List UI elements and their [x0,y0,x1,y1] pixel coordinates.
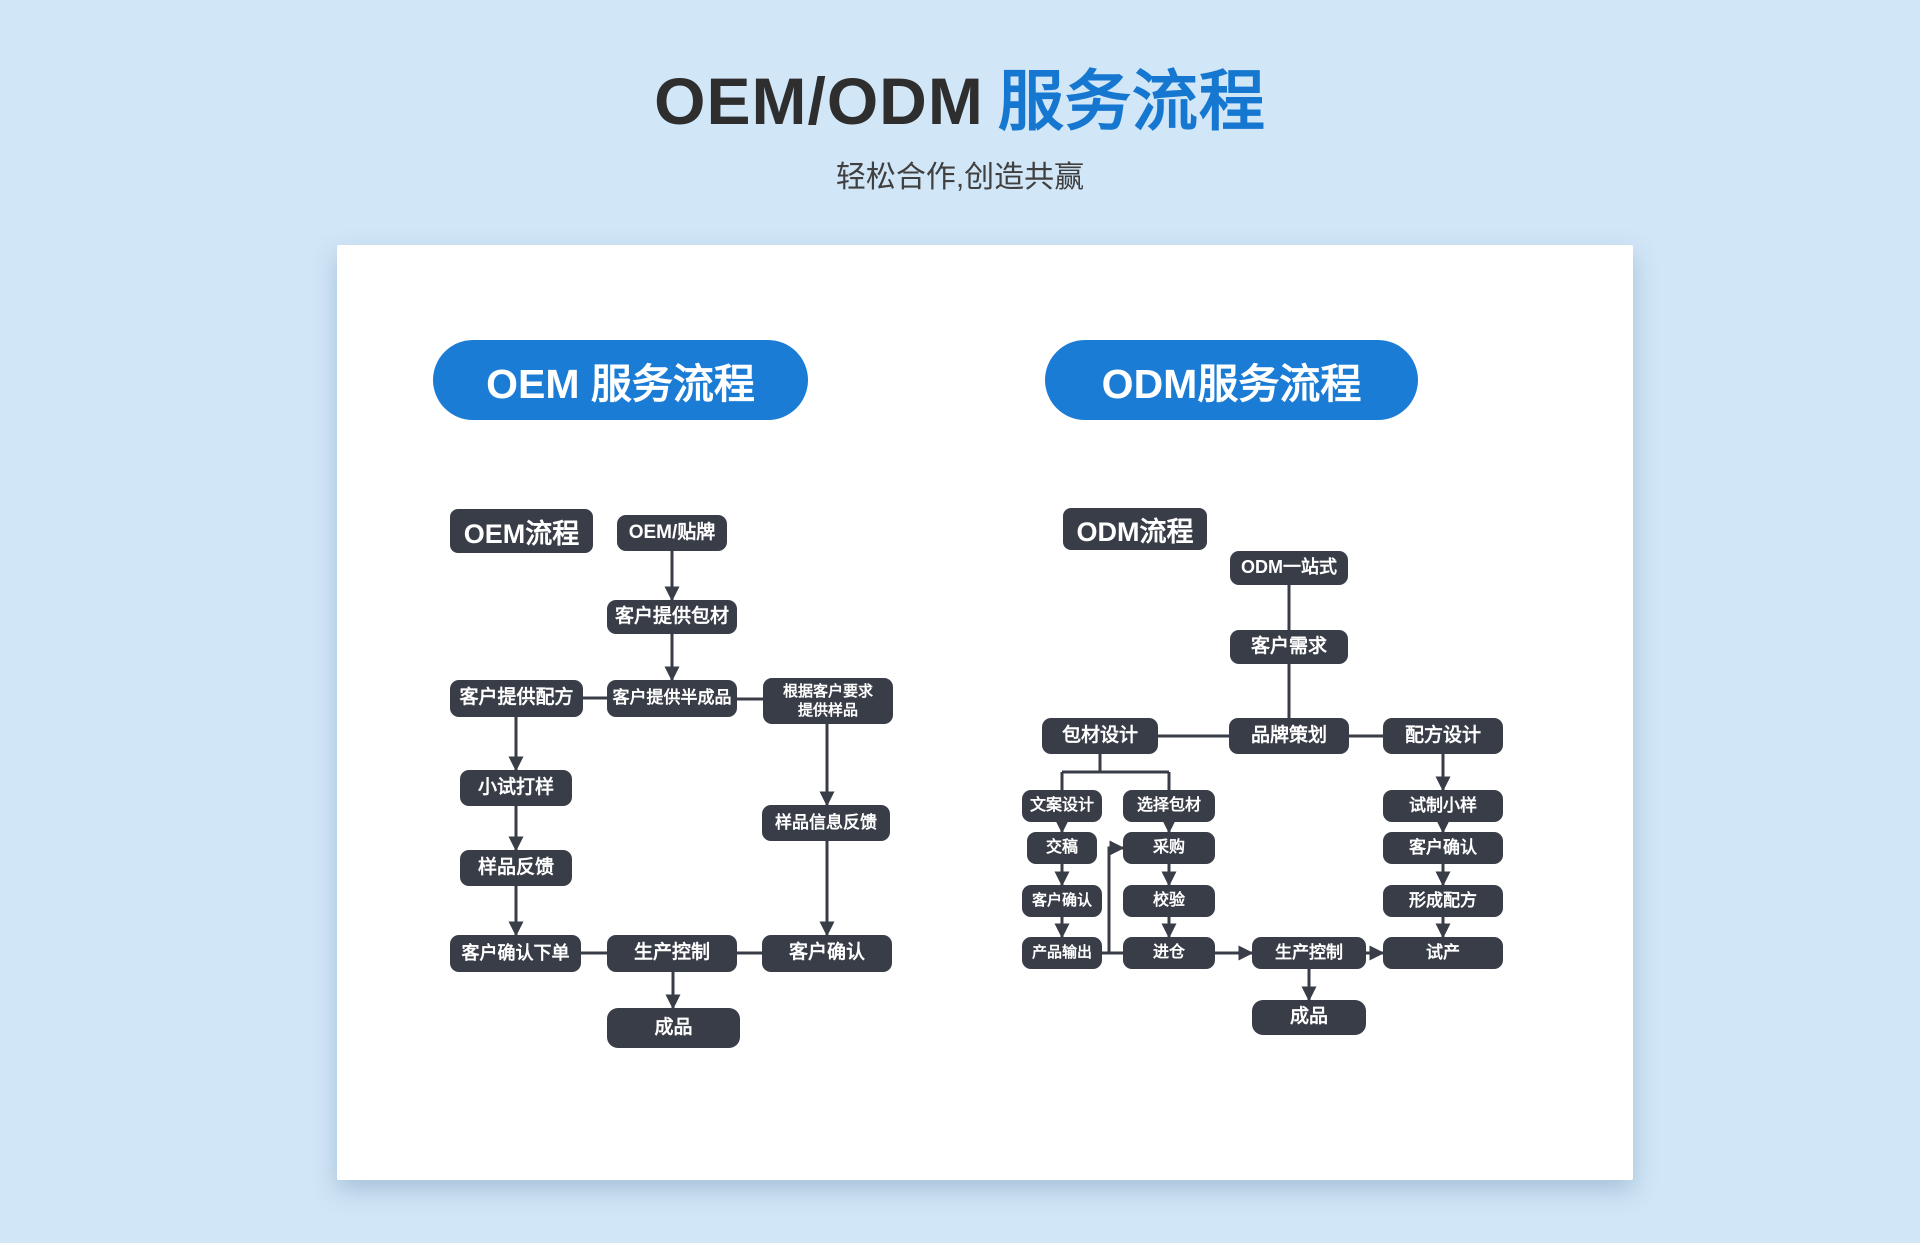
oem-node-customer-formula: 客户提供配方 [450,680,583,717]
oem-flow-label: OEM流程 [450,509,593,553]
oem-node-start: OEM/贴牌 [617,515,727,551]
page-subtitle: 轻松合作,创造共赢 [835,161,1085,194]
page-title-latin: OEM/ODM [654,64,984,138]
odm-section-header: ODM服务流程 [1045,340,1418,420]
odm-node-packaging-design: 包材设计 [1042,718,1158,754]
oem-section-header: OEM 服务流程 [433,340,808,420]
odm-node-customer-needs: 客户需求 [1230,630,1348,664]
odm-node-trial-small-sample: 试制小样 [1383,790,1503,822]
oem-node-sample-on-request: 根据客户要求 提供样品 [763,678,893,724]
page-title-cn: 服务流程 [997,64,1266,138]
odm-node-product-output: 产品输出 [1022,937,1102,969]
oem-node-sample-feedback: 样品反馈 [460,850,572,886]
oem-node-customer-confirm: 客户确认 [762,935,892,972]
odm-node-select-packaging: 选择包材 [1123,790,1215,822]
flow-connectors [508,551,1451,1010]
odm-node-one-stop: ODM一站式 [1230,551,1348,585]
oem-node-customer-packaging: 客户提供包材 [607,600,737,634]
oem-node-customer-semi-finished: 客户提供半成品 [607,680,737,717]
odm-node-formula-design: 配方设计 [1383,718,1503,754]
oem-node-trial-sampling: 小试打样 [460,770,572,806]
odm-node-brand-planning: 品牌策划 [1229,718,1349,754]
odm-node-trial-production: 试产 [1383,937,1503,969]
odm-node-warehousing: 进仓 [1123,937,1215,969]
odm-node-customer-confirm-right: 客户确认 [1383,832,1503,864]
odm-node-submit-draft: 交稿 [1027,832,1097,864]
odm-node-production-control: 生产控制 [1252,937,1366,969]
flowchart-card: OEM 服务流程 OEM流程 OEM/贴牌 客户提供包材 客户提供配方 客户提供… [337,245,1633,1180]
oem-node-customer-confirm-order: 客户确认下单 [450,935,581,972]
oem-node-finished-product: 成品 [607,1008,740,1048]
odm-node-form-formula: 形成配方 [1383,885,1503,917]
odm-node-copy-design: 文案设计 [1022,790,1102,822]
oem-node-production-control: 生产控制 [607,935,737,972]
odm-node-finished-product: 成品 [1252,1000,1366,1035]
odm-flow-label: ODM流程 [1063,508,1207,550]
odm-node-customer-confirm-left: 客户确认 [1022,885,1102,917]
odm-node-inspection: 校验 [1123,885,1215,917]
oem-node-sample-info-feedback: 样品信息反馈 [762,805,890,841]
odm-node-purchasing: 采购 [1123,832,1215,864]
